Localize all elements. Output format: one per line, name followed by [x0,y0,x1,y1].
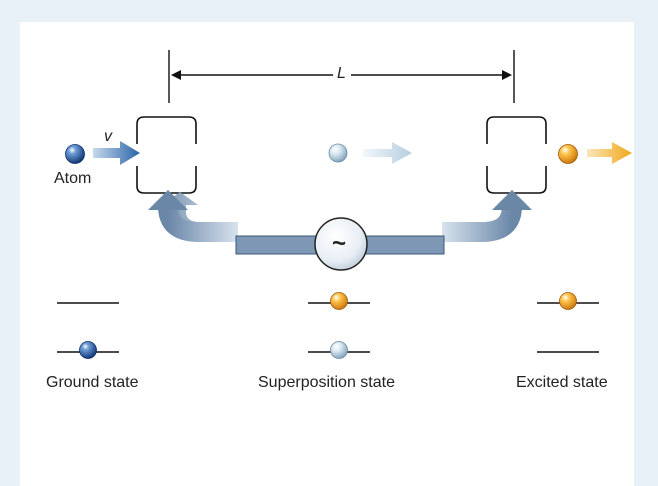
microwave-feed-left-arrow [148,190,238,242]
oscillator-symbol: ~ [332,230,347,257]
excited-atom-icon [558,144,578,164]
sine-wave-source-icon [314,217,368,271]
velocity-label: v [104,128,112,145]
excited-state-levels [537,292,599,353]
ground-atom-icon [65,144,85,164]
excited-state-label: Excited state [516,374,608,391]
ground-state-label: Ground state [46,374,139,391]
excited-level-atom-icon [559,292,577,310]
velocity-arrow-ground [93,141,140,165]
superposition-state-label: Superposition state [258,374,395,391]
superposition-upper-atom-icon [330,292,348,310]
left-cavity [136,116,197,194]
microwave-feed-right-arrow [442,190,532,242]
ground-level-atom-icon [79,341,97,359]
superposition-lower-atom-icon [330,341,348,359]
atom-label: Atom [54,170,92,187]
right-cavity [486,116,547,194]
ground-state-levels [57,302,119,359]
superposition-atom-icon [328,143,348,163]
distance-label: L [337,65,346,82]
superposition-state-levels [308,292,370,359]
distance-arrowhead-left [171,70,181,80]
distance-arrowhead-right [502,70,512,80]
distance-indicator [168,50,515,103]
velocity-arrow-excited [587,142,632,164]
velocity-arrow-superposition [363,142,412,164]
